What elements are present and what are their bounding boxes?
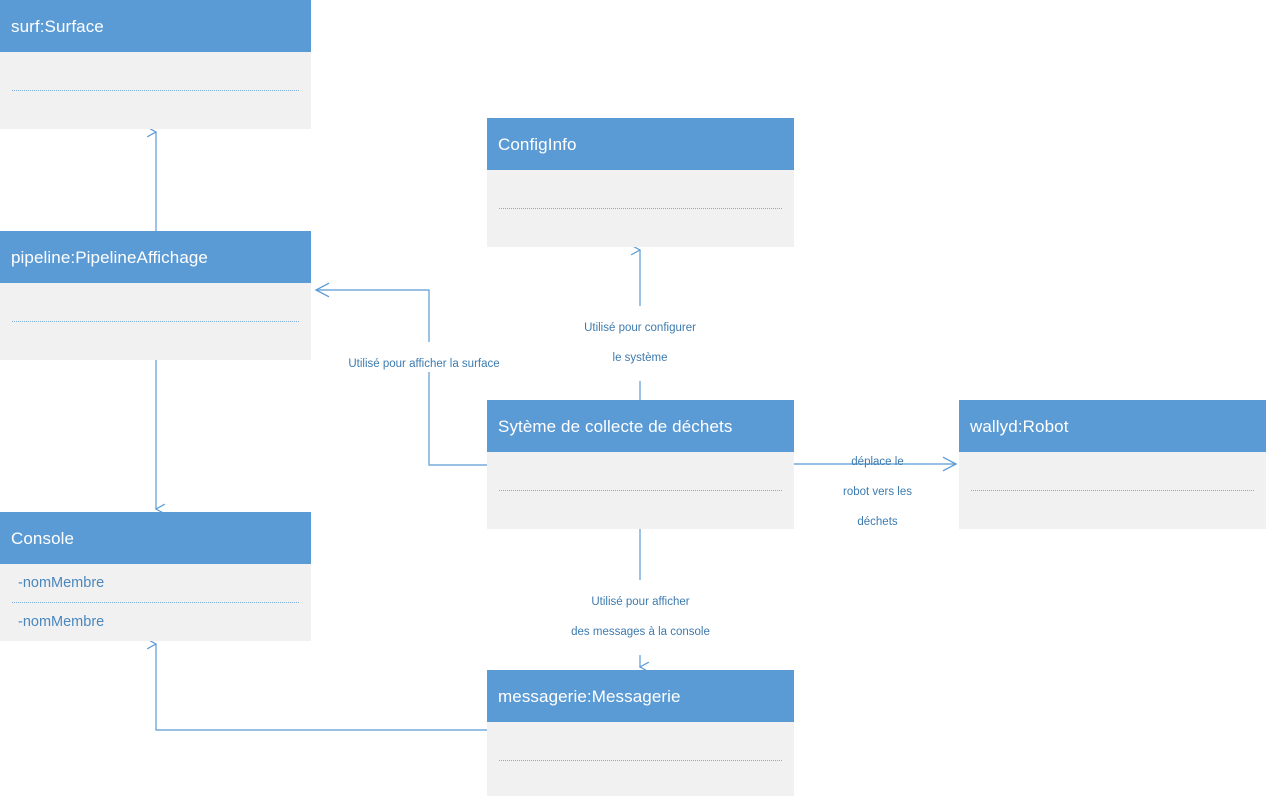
class-body-configinfo [487, 170, 794, 247]
label-line: Utilisé pour configurer [584, 322, 696, 334]
class-header-configinfo: ConfigInfo [487, 118, 794, 170]
class-box-systeme-de-collecte-de-dechets[interactable]: Sytème de collecte de déchets [487, 400, 794, 529]
connector-label-deplace-le-robot-vers-les-dechets: déplace le robot vers les déchets [825, 440, 930, 545]
class-header-console: Console [0, 512, 311, 564]
member-text: -nomMembre [18, 575, 105, 591]
connector-label-configurer-le-systeme: Utilisé pour configurer le système [560, 306, 720, 381]
class-compartment-attributes [959, 452, 1266, 490]
class-compartment-operations [0, 321, 311, 360]
class-box-configinfo[interactable]: ConfigInfo [487, 118, 794, 247]
class-compartment-attributes [0, 52, 311, 90]
class-compartment-attributes: -nomMembre [0, 564, 311, 602]
class-body-systeme-de-collecte-de-dechets [487, 452, 794, 529]
compartment-divider [12, 321, 299, 322]
class-compartment-operations [487, 760, 794, 796]
class-body-console: -nomMembre -nomMembre [0, 564, 311, 641]
class-box-wallyd-robot[interactable]: wallyd:Robot [959, 400, 1266, 529]
class-compartment-attributes [487, 722, 794, 760]
class-box-console[interactable]: Console -nomMembre -nomMembre [0, 512, 311, 641]
connector-label-afficher-des-messages-a-la-console: Utilisé pour afficher des messages à la … [548, 580, 733, 655]
member-text: -nomMembre [18, 613, 105, 630]
class-body-pipeline-pipelineaffichage [0, 283, 311, 360]
label-line: déplace le [851, 456, 904, 468]
class-compartment-attributes [487, 452, 794, 490]
label-line: le système [612, 352, 668, 364]
connector-messagerie-to-console [146, 638, 487, 731]
compartment-divider [499, 760, 782, 761]
class-header-surf-surface: surf:Surface [0, 0, 311, 52]
class-title: messagerie:Messagerie [498, 686, 681, 706]
label-line: déchets [857, 516, 898, 528]
class-body-surf-surface [0, 52, 311, 129]
class-box-messagerie-messagerie[interactable]: messagerie:Messagerie [487, 670, 794, 796]
compartment-divider [12, 602, 299, 603]
compartment-divider [12, 90, 299, 91]
class-header-messagerie-messagerie: messagerie:Messagerie [487, 670, 794, 722]
class-box-pipeline-pipelineaffichage[interactable]: pipeline:PipelineAffichage [0, 231, 311, 360]
class-title: ConfigInfo [498, 134, 577, 154]
class-title: pipeline:PipelineAffichage [11, 247, 208, 267]
compartment-divider [499, 490, 782, 491]
class-body-wallyd-robot [959, 452, 1266, 529]
class-header-systeme-de-collecte-de-dechets: Sytème de collecte de déchets [487, 400, 794, 452]
class-title: Sytème de collecte de déchets [498, 416, 733, 436]
class-compartment-operations: -nomMembre [0, 602, 311, 641]
class-title: wallyd:Robot [970, 416, 1069, 436]
class-compartment-attributes [0, 283, 311, 321]
label-line: Utilisé pour afficher [591, 596, 690, 608]
class-compartment-operations [487, 208, 794, 247]
label-line: des messages à la console [571, 626, 710, 638]
connector-label-afficher-la-surface: Utilisé pour afficher la surface [338, 342, 510, 372]
class-compartment-operations [487, 490, 794, 529]
class-body-messagerie-messagerie [487, 722, 794, 796]
connector-systeme-to-pipeline [314, 282, 487, 466]
label-line: robot vers les [842, 486, 913, 498]
class-compartment-operations [0, 90, 311, 129]
compartment-divider [971, 490, 1254, 491]
class-compartment-attributes [487, 170, 794, 208]
class-header-wallyd-robot: wallyd:Robot [959, 400, 1266, 452]
class-title: Console [11, 528, 75, 548]
label-line: Utilisé pour afficher la surface [348, 358, 500, 370]
class-box-surf-surface[interactable]: surf:Surface [0, 0, 311, 129]
class-compartment-operations [959, 490, 1266, 529]
compartment-divider [499, 208, 782, 209]
class-header-pipeline-pipelineaffichage: pipeline:PipelineAffichage [0, 231, 311, 283]
class-title: surf:Surface [11, 16, 104, 36]
